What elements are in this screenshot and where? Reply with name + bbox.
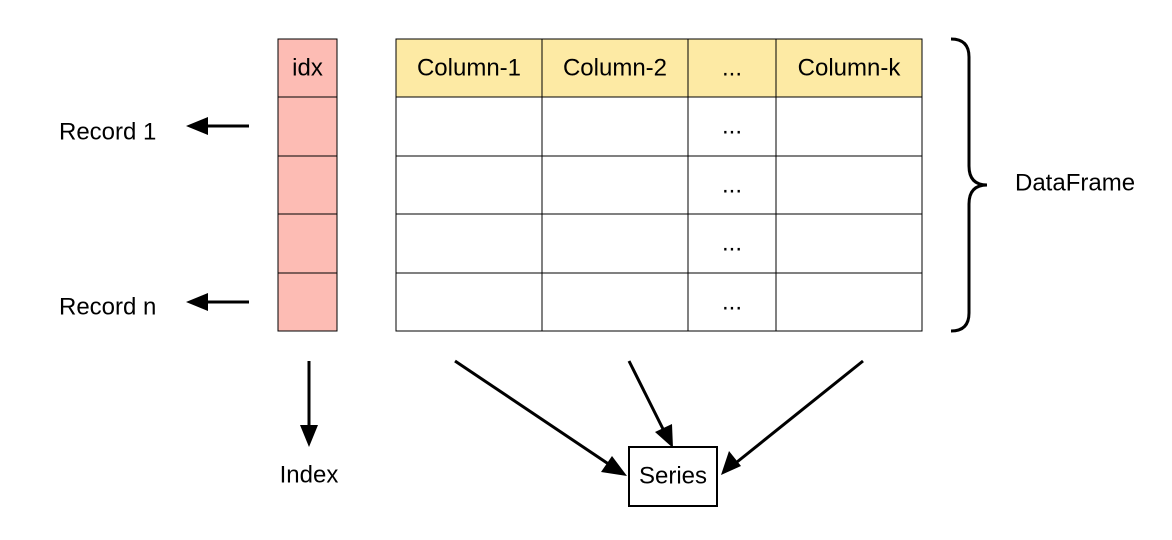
table-cell: [775, 272, 923, 332]
dataframe-label: DataFrame: [1015, 170, 1135, 197]
table-cell: [541, 272, 689, 332]
table-row: ...: [395, 213, 923, 274]
row-ellipsis: ...: [722, 289, 742, 316]
column-header-text: Column-2: [563, 55, 667, 82]
index-cell: [277, 155, 338, 215]
index-cell: [277, 96, 338, 157]
table-cell: [541, 96, 689, 157]
series-arrow-head-icon: [601, 456, 627, 476]
left-arrow-head-icon: [186, 293, 208, 311]
table-cell: [775, 96, 923, 157]
series-box: [628, 446, 718, 507]
index-cell: [277, 272, 338, 332]
table-cell: [541, 213, 689, 274]
table-cell: [395, 213, 543, 274]
table-cell: [395, 96, 543, 157]
table-row: ...: [395, 272, 923, 332]
row-ellipsis: ...: [722, 230, 742, 257]
table-row: ...: [395, 96, 923, 157]
series-label: Series: [639, 463, 707, 490]
table-cell: [395, 272, 543, 332]
column-header-cell: [541, 38, 689, 98]
index-label: Index: [280, 462, 339, 489]
series-arrow-icon: [736, 359, 864, 464]
row-ellipsis: ...: [722, 172, 742, 199]
record-first-label: Record 1: [59, 119, 156, 146]
column-header-cell: [687, 38, 777, 98]
column-header-text: Column-k: [798, 55, 902, 82]
record-first-annotation: Record 1: [59, 117, 249, 146]
record-last-label: Record n: [59, 294, 156, 321]
column-header-text: ...: [722, 55, 742, 82]
left-arrow-head-icon: [186, 117, 208, 135]
series-arrow-icon: [454, 359, 611, 467]
table-cell: [687, 96, 777, 157]
index-column: idx: [277, 38, 338, 332]
table-row: ...: [395, 155, 923, 215]
table-cell: [775, 213, 923, 274]
series-arrow-head-icon: [655, 424, 673, 448]
row-ellipsis: ...: [722, 113, 742, 140]
table-cell: [541, 155, 689, 215]
table-cell: [687, 213, 777, 274]
series-arrow-icon: [627, 360, 666, 432]
series-annotation: Series: [454, 359, 864, 507]
series-arrow-head-icon: [721, 451, 741, 475]
table-cell: [687, 272, 777, 332]
data-table: Column-1 Column-2 ... Column-k ... ... .…: [395, 38, 923, 332]
table-cell: [395, 155, 543, 215]
table-cell: [775, 155, 923, 215]
record-last-annotation: Record n: [59, 293, 249, 321]
index-header-text: idx: [292, 55, 323, 82]
column-header-cell: [395, 38, 543, 98]
down-arrow-head-icon: [300, 425, 318, 447]
index-cell: [277, 213, 338, 274]
column-header-cell: [775, 38, 923, 98]
column-header-text: Column-1: [417, 55, 521, 82]
index-header-cell: [277, 38, 338, 98]
index-annotation: Index: [280, 361, 339, 489]
right-brace-icon: [950, 37, 988, 333]
